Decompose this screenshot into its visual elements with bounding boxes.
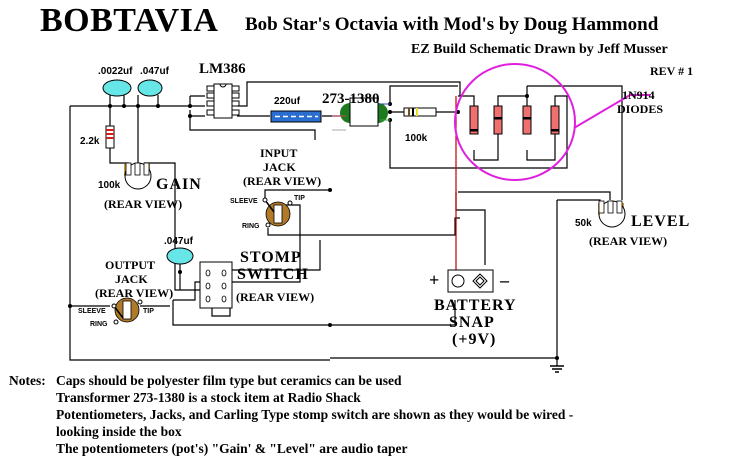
cap-047uf-label: .047uf xyxy=(140,66,169,77)
gain-pot-view: (REAR VIEW) xyxy=(104,197,183,211)
gain-pot-name: GAIN xyxy=(156,176,202,193)
cap-220uf-label: 220uf xyxy=(274,96,301,107)
notes-label: Notes: xyxy=(9,373,46,388)
diodes-1n914 xyxy=(469,105,560,135)
schematic-subtitle: Bob Star's Octavia with Mod's by Doug Ha… xyxy=(245,14,659,35)
input-jack-view: (REAR VIEW) xyxy=(243,174,322,188)
note-line: The potentiometers (pot's) "Gain' & "Lev… xyxy=(56,441,408,456)
drawn-by-credit: EZ Build Schematic Drawn by Jeff Musser xyxy=(411,42,668,57)
transformer-273-1380 xyxy=(332,97,390,131)
capacitor-0022uf xyxy=(102,79,132,97)
diodes-label-2: DIODES xyxy=(617,102,664,116)
battery-line2: SNAP xyxy=(449,314,495,331)
cap-0022uf-label: .0022uf xyxy=(98,66,133,77)
battery-snap-graphic xyxy=(447,269,494,293)
battery-line3: (+9V) xyxy=(452,331,497,348)
schematic-title: BOBTAVIA xyxy=(40,2,219,39)
output-jack-graphic xyxy=(111,297,143,325)
diodes-callout-line xyxy=(573,94,650,129)
battery-minus: – xyxy=(500,270,510,290)
battery-line1: BATTERY xyxy=(434,297,517,314)
output-jack-sleeve: SLEEVE xyxy=(78,308,106,315)
resistor-100k-label: 100k xyxy=(405,133,428,144)
output-cap-label: .047uf xyxy=(164,236,193,247)
resistor-100k xyxy=(403,107,437,117)
output-jack-ring: RING xyxy=(90,321,108,328)
level-pot-name: LEVEL xyxy=(631,213,691,230)
capacitor-220uf xyxy=(270,110,322,123)
note-line: Transformer 273-1380 is a stock item at … xyxy=(56,390,361,405)
input-jack-line2: JACK xyxy=(263,160,296,174)
ic-label: LM386 xyxy=(199,61,246,77)
transformer-label: 273-1380 xyxy=(322,91,380,107)
output-jack-line2: JACK xyxy=(115,272,148,286)
stomp-switch-view: (REAR VIEW) xyxy=(236,290,315,304)
input-jack-tip: TIP xyxy=(294,195,305,202)
lm386-chip xyxy=(206,83,240,119)
output-jack-tip: TIP xyxy=(143,308,154,315)
input-jack-line1: INPUT xyxy=(260,146,298,160)
diodes-label-1: 1N914 xyxy=(622,88,655,102)
note-line: Potentiometers, Jacks, and Carling Type … xyxy=(56,407,574,422)
stomp-switch-line2: SWITCH xyxy=(237,266,309,283)
diodes-highlight-circle xyxy=(454,63,576,181)
input-jack-graphic xyxy=(262,197,293,228)
output-jack-view: (REAR VIEW) xyxy=(95,286,174,300)
level-pot-view: (REAR VIEW) xyxy=(589,234,668,248)
wires xyxy=(69,81,623,373)
input-jack-sleeve: SLEEVE xyxy=(230,198,258,205)
level-pot xyxy=(598,200,626,228)
level-pot-value: 50k xyxy=(575,218,592,229)
input-jack-ring: RING xyxy=(242,223,260,230)
stomp-switch-line1: STOMP xyxy=(240,249,302,266)
stomp-switch-graphic xyxy=(199,261,233,309)
revision-label: REV # 1 xyxy=(650,64,694,78)
output-jack-line1: OUTPUT xyxy=(105,258,156,272)
resistor-2k2-label: 2.2k xyxy=(80,136,100,147)
resistor-2k2 xyxy=(105,125,115,149)
battery-plus: + xyxy=(429,270,441,290)
capacitor-047uf xyxy=(137,79,163,97)
note-line: Caps should be polyester film type but c… xyxy=(56,373,402,388)
note-line: looking inside the box xyxy=(56,424,182,439)
notes-block: Caps should be polyester film type but c… xyxy=(56,372,573,457)
capacitor-output-047uf xyxy=(166,247,194,265)
gain-pot-value: 100k xyxy=(98,180,121,191)
gain-pot xyxy=(124,162,152,190)
